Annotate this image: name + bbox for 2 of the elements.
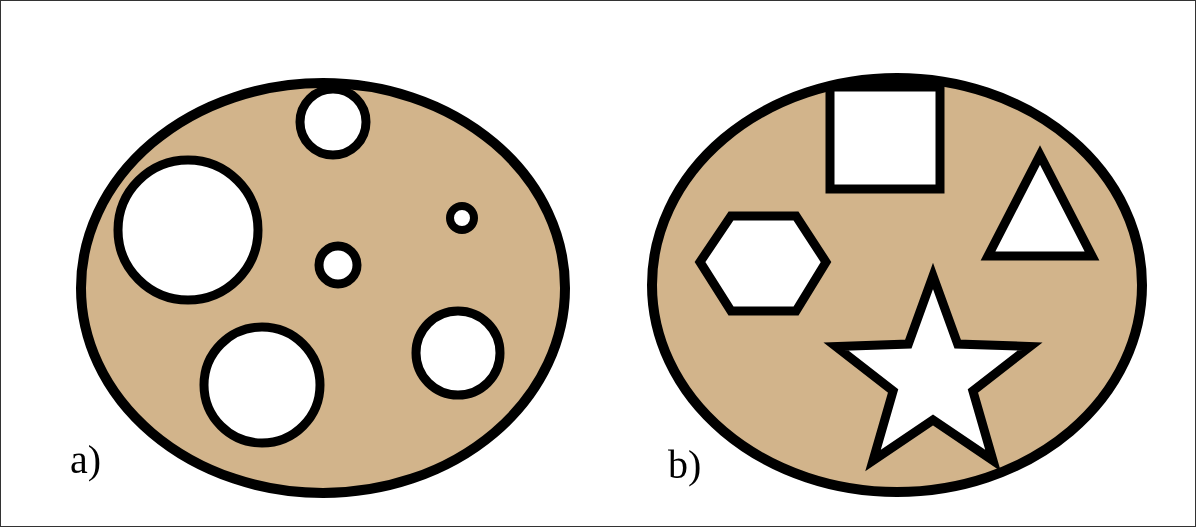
panel-label: b) (668, 445, 702, 485)
panel-label: a) (70, 440, 102, 480)
